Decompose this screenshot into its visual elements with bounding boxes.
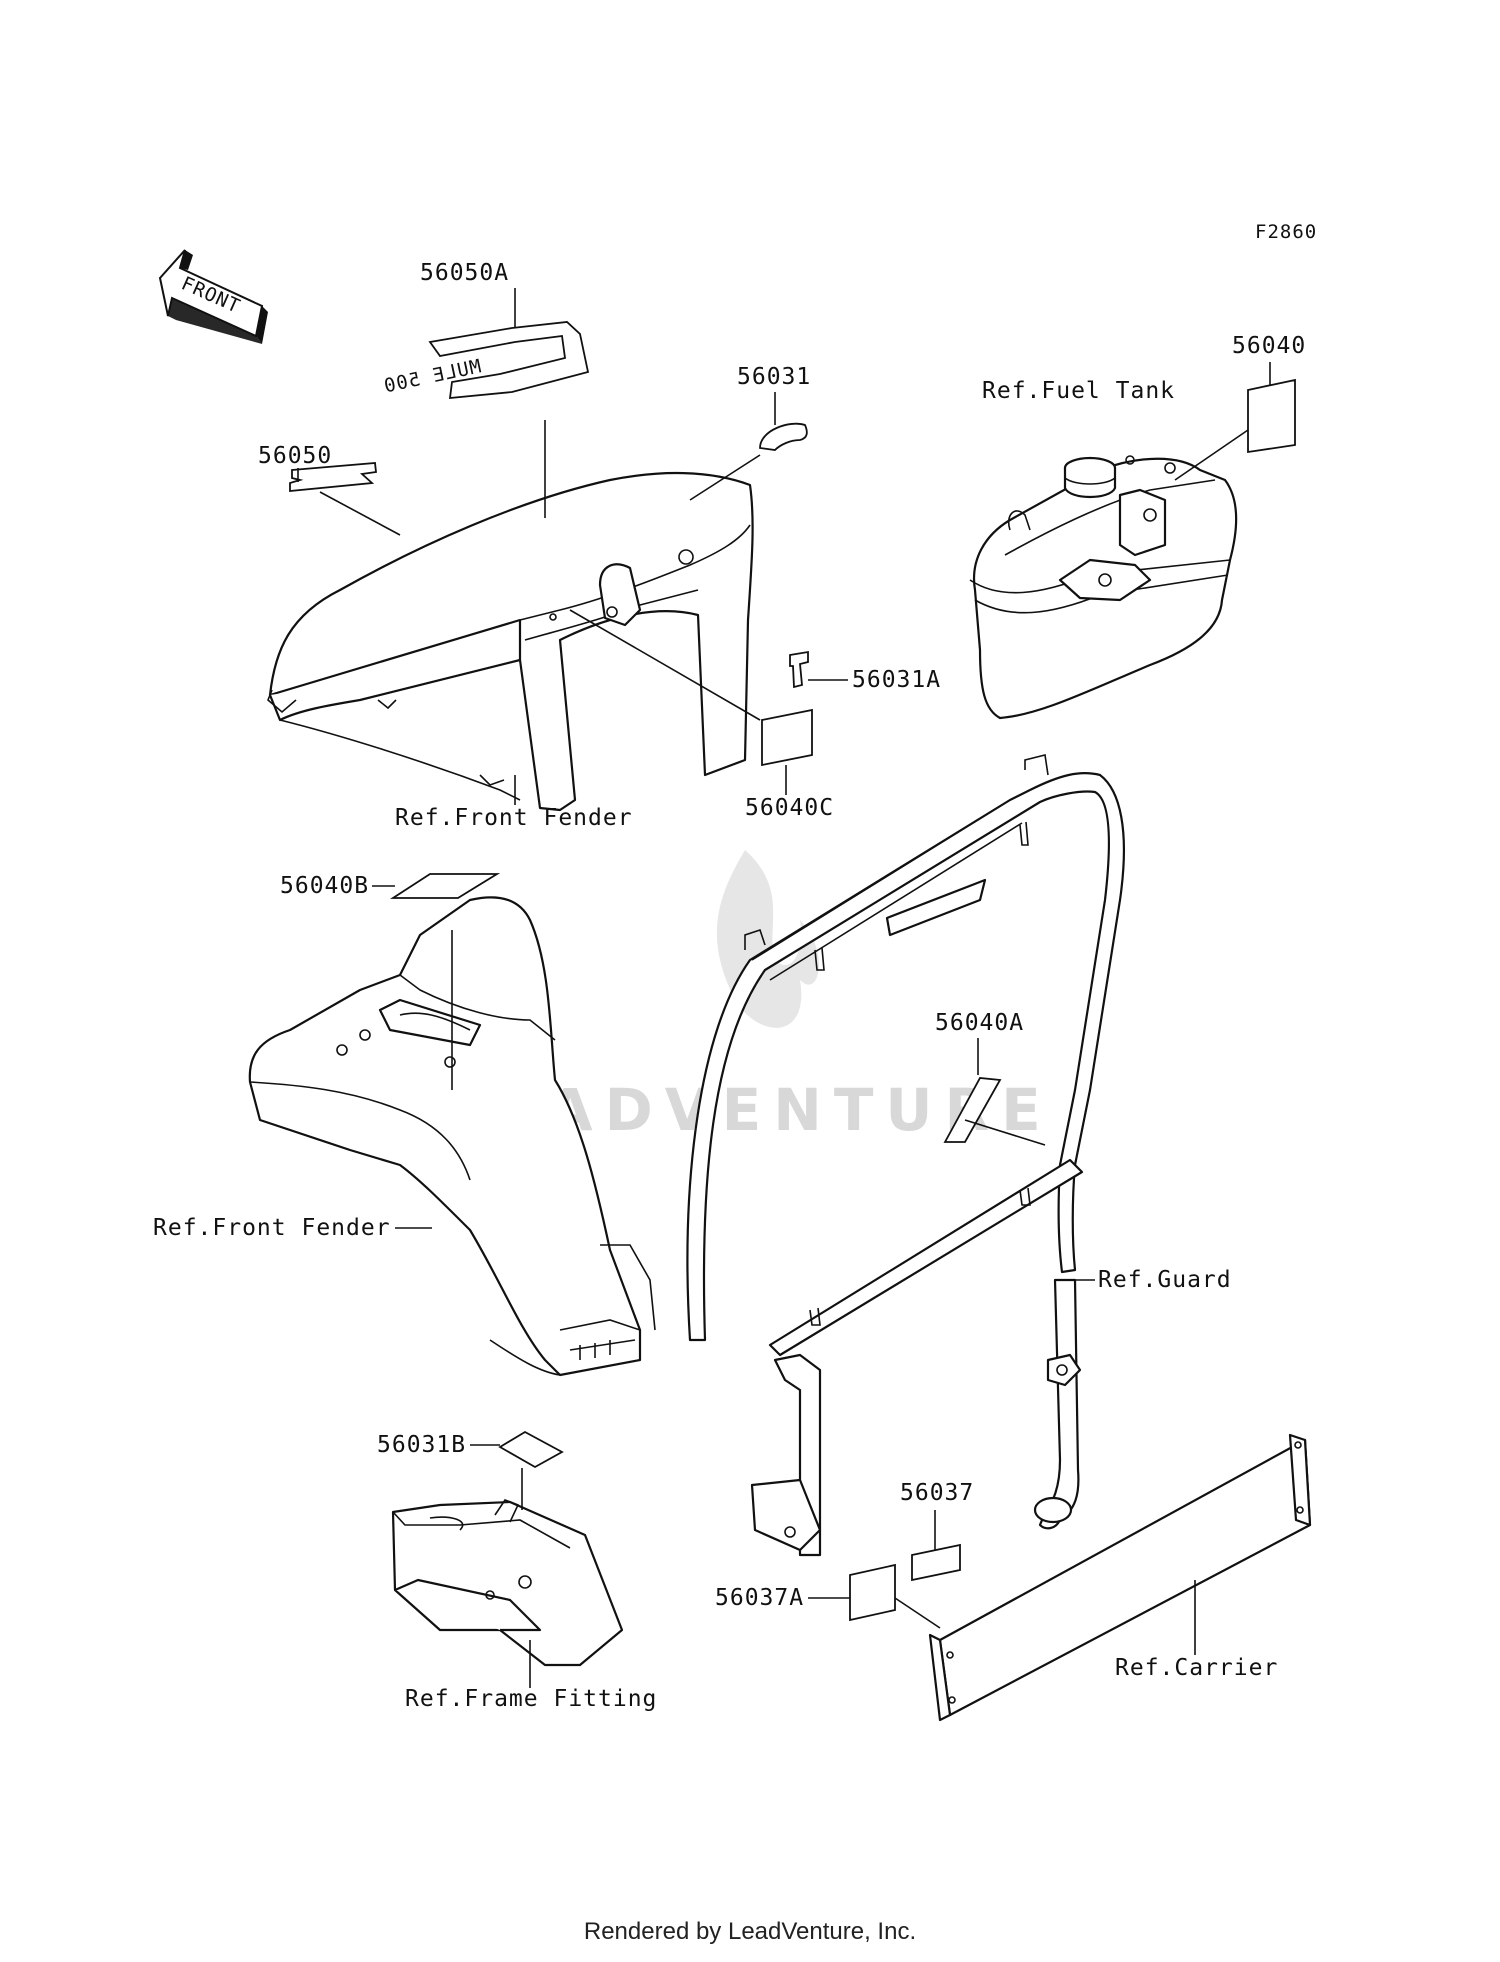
fuel-tank (969, 455, 1238, 720)
label-ref-fuel-tank: Ref.Fuel Tank (982, 378, 1175, 404)
front-arrow-icon: FRONT (158, 249, 268, 344)
label-56050: 56050 (258, 443, 332, 469)
decal-56031A (789, 650, 809, 689)
rendered-by-footer: Rendered by LeadVenture, Inc. (583, 1918, 917, 1945)
front-fender-upper (267, 471, 754, 812)
label-ref-frame-fitting: Ref.Frame Fitting (405, 1686, 657, 1712)
figure-code: F2860 (1255, 221, 1317, 243)
label-56031A: 56031A (852, 667, 941, 693)
label-ref-front-fender-lower: Ref.Front Fender (153, 1215, 391, 1241)
front-fender-lower (248, 896, 656, 1377)
label-56031B: 56031B (377, 1432, 466, 1458)
carrier-panel (928, 1433, 1312, 1722)
decal-56031 (759, 422, 808, 451)
label-56037A: 56037A (715, 1585, 804, 1611)
decal-56031B (498, 1430, 564, 1469)
label-ref-front-fender-upper: Ref.Front Fender (395, 805, 633, 831)
decal-56040A (943, 1077, 1002, 1143)
decal-56050 (289, 462, 377, 492)
label-56040C: 56040C (745, 795, 834, 821)
label-56037: 56037 (900, 1480, 974, 1506)
label-56031: 56031 (737, 364, 811, 390)
decal-56040C (761, 708, 813, 767)
label-ref-carrier: Ref.Carrier (1115, 1655, 1278, 1681)
decal-56040 (1247, 378, 1296, 454)
label-56040: 56040 (1232, 333, 1306, 359)
decal-56050A: MULE 500 (381, 321, 590, 400)
decal-56040B (389, 873, 501, 899)
label-56040A: 56040A (935, 1010, 1024, 1036)
frame-fitting (391, 1499, 624, 1667)
label-56050A: 56050A (420, 260, 509, 286)
guard (686, 754, 1126, 1557)
label-56040B: 56040B (280, 873, 369, 899)
decal-56037 (911, 1543, 961, 1582)
decal-56037A (849, 1563, 896, 1622)
label-ref-guard: Ref.Guard (1098, 1267, 1232, 1293)
